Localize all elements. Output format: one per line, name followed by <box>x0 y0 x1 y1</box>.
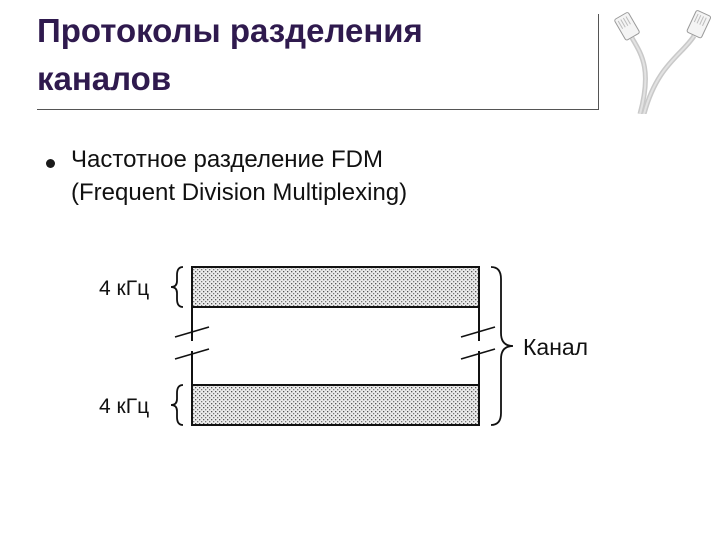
band-top <box>192 267 479 307</box>
band-top-label: 4 кГц <box>99 277 149 300</box>
bullet-text: Частотное разделение FDM (Frequent Divis… <box>71 143 591 209</box>
title-underline <box>37 109 599 110</box>
bullet-line-2: (Frequent Division Multiplexing) <box>71 179 407 206</box>
channel-label: Канал <box>523 334 588 360</box>
network-cable-icon <box>612 10 720 114</box>
slide-title: Протоколы разделения каналов <box>37 7 557 103</box>
fdm-diagram: 4 кГц 4 кГц Канал <box>95 255 615 435</box>
bullet-line-1: Частотное разделение FDM <box>71 146 383 173</box>
bracket-bottom-left <box>171 385 183 425</box>
band-bottom-label: 4 кГц <box>99 395 149 418</box>
bracket-top-left <box>171 267 183 307</box>
channel-brace <box>491 267 513 425</box>
band-bottom <box>192 385 479 425</box>
title-line-1: Протоколы разделения <box>37 12 423 49</box>
bullet-dot-icon <box>46 159 55 168</box>
title-right-rule <box>598 14 599 110</box>
title-line-2: каналов <box>37 60 171 97</box>
